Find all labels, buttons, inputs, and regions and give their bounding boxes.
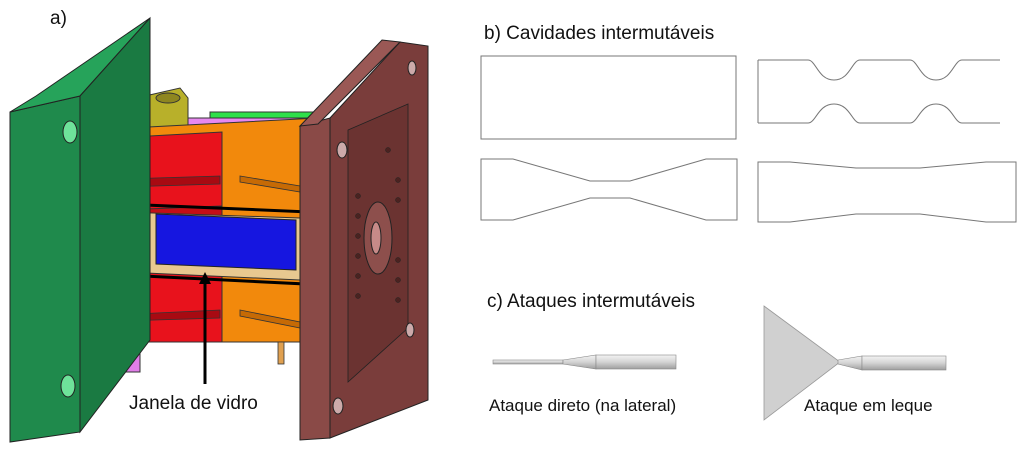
bottom-fitting bbox=[277, 341, 285, 365]
gate-fan-label: Ataque em leque bbox=[804, 396, 933, 415]
brown-center-hole-inner bbox=[370, 221, 382, 255]
blue-glass bbox=[155, 213, 297, 271]
brown-bolt-top bbox=[336, 141, 348, 159]
gate-direct-label: Ataque direto (na lateral) bbox=[489, 396, 677, 415]
glass-window-callout: Janela de vidro bbox=[129, 393, 258, 414]
olive-block-hole bbox=[155, 92, 181, 104]
panel-c-title: c) Ataques intermutáveis bbox=[487, 291, 696, 312]
panel-a-label: a) bbox=[50, 8, 67, 29]
cavity-dogbone-shallow bbox=[757, 161, 1017, 223]
direct-gate-icon bbox=[492, 354, 677, 370]
brown-plate-front bbox=[299, 117, 331, 441]
brown-bolt-right-bottom bbox=[405, 322, 415, 338]
gate-shapes bbox=[492, 305, 947, 421]
cavity-dogbone-deep bbox=[480, 158, 738, 221]
cavity-shapes bbox=[480, 55, 1017, 223]
green-plate-side bbox=[79, 16, 151, 434]
brown-plate-top bbox=[298, 39, 402, 127]
cavity-rectangle bbox=[480, 55, 737, 140]
brown-bolt-bottom bbox=[332, 397, 344, 415]
cavity-double-notch bbox=[757, 59, 1000, 124]
callout-arrowhead bbox=[199, 272, 211, 284]
green-bolt-bottom bbox=[60, 374, 76, 398]
mold-assembly-illustration bbox=[9, 16, 429, 443]
fan-gate-icon bbox=[763, 305, 947, 421]
panel-b-title: b) Cavidades intermutáveis bbox=[484, 23, 715, 44]
green-bolt-top bbox=[62, 120, 78, 144]
brown-bolt-right-top bbox=[407, 60, 417, 76]
brown-screw-holes bbox=[355, 147, 401, 303]
